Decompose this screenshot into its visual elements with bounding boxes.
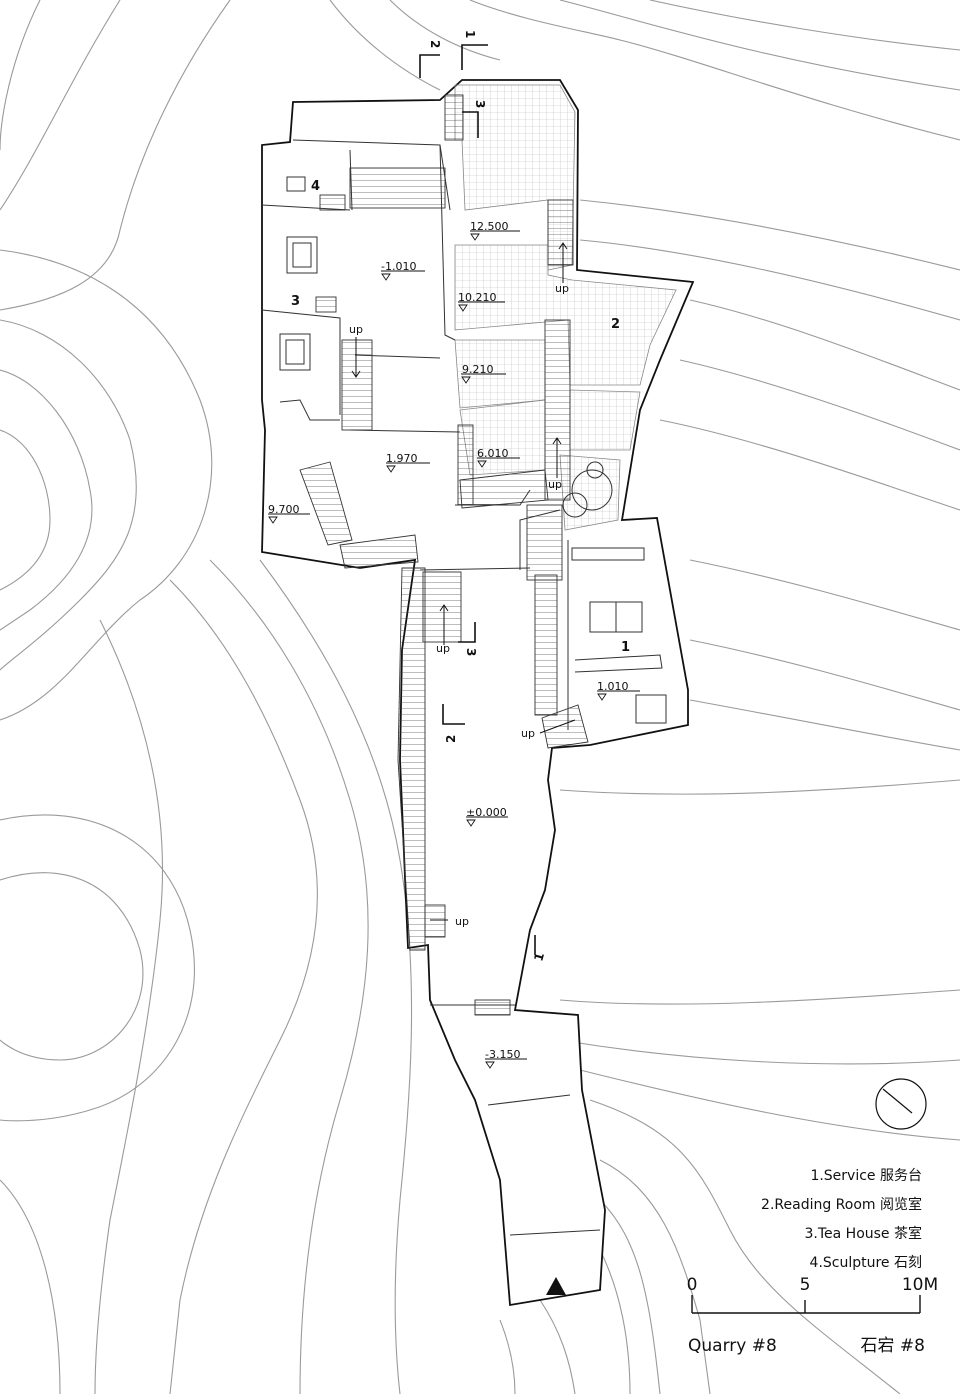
section-number: 3 <box>464 648 478 656</box>
room-number: 2 <box>611 317 620 332</box>
up-label: up <box>555 282 569 295</box>
scale-tick-label: 5 <box>800 1275 811 1295</box>
up-label: up <box>455 915 469 928</box>
up-labels: up up up up up up <box>349 282 569 928</box>
legend-item: 2.Reading Room 阅览室 <box>761 1196 922 1213</box>
level-label: 12.500 <box>470 220 509 233</box>
service-table <box>635 694 667 724</box>
up-label: up <box>349 323 363 336</box>
section-number: 2 <box>428 40 442 48</box>
room-number: 1 <box>621 640 630 655</box>
legend: 1.Service 服务台 2.Reading Room 阅览室 3.Tea H… <box>761 1168 922 1271</box>
tea-table <box>279 333 311 371</box>
title-en: Quarry #8 <box>688 1336 777 1356</box>
up-label: up <box>521 727 535 740</box>
level-label: 9.210 <box>462 363 494 376</box>
north-compass-icon <box>875 1078 927 1130</box>
room-number: 4 <box>311 179 320 194</box>
room-number: 3 <box>291 294 300 309</box>
level-label: ±0.000 <box>466 806 507 819</box>
legend-item: 3.Tea House 茶室 <box>805 1225 923 1242</box>
scale-tick-label: 10M <box>902 1275 938 1295</box>
section-number: 3 <box>473 100 487 108</box>
level-markers <box>268 230 640 1069</box>
section-markers <box>419 44 536 955</box>
service-counter <box>571 547 645 561</box>
tea-table <box>286 236 318 274</box>
legend-item: 4.Sculpture 石刻 <box>810 1255 922 1271</box>
furniture <box>279 176 667 724</box>
scale-labels: 0 5 10M <box>687 1275 939 1295</box>
round-table <box>571 469 613 511</box>
drawing-title: Quarry #8 石宕 #8 <box>688 1336 925 1356</box>
legend-item: 1.Service 服务台 <box>810 1168 922 1184</box>
level-label: -3.150 <box>485 1048 520 1061</box>
grid-floor-areas <box>454 84 677 531</box>
level-label: 1.010 <box>597 680 629 693</box>
level-label: 9.700 <box>268 503 300 516</box>
scale-tick-label: 0 <box>687 1275 698 1295</box>
level-label: -1.010 <box>381 260 416 273</box>
level-labels: 12.500 10.210 9.210 6.010 -1.010 1.970 9… <box>268 220 629 1061</box>
level-label: 1.970 <box>386 452 418 465</box>
section-number: 1 <box>463 30 477 38</box>
level-label: 10.210 <box>458 291 497 304</box>
room-numbers: 1 2 3 4 <box>291 179 630 655</box>
scale-bar <box>691 1295 921 1314</box>
sculpture-block <box>286 176 306 192</box>
section-number: 2 <box>444 735 458 743</box>
section-number: 1 <box>531 951 547 963</box>
up-arrows <box>351 242 576 921</box>
up-label: up <box>548 478 562 491</box>
entrance-arrow-icon <box>546 1277 566 1295</box>
level-label: 6.010 <box>477 447 509 460</box>
title-cn: 石宕 #8 <box>861 1336 925 1356</box>
up-label: up <box>436 642 450 655</box>
section-numbers: 2 1 1 2 3 3 <box>428 30 547 963</box>
